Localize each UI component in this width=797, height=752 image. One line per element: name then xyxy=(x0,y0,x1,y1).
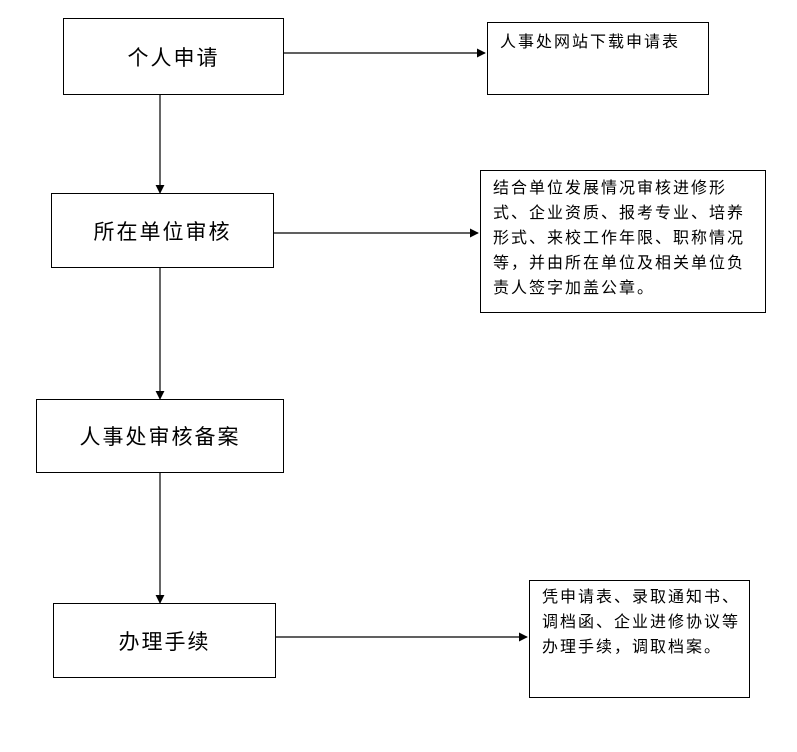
step-unit-review: 所在单位审核 xyxy=(51,193,274,268)
note-text: 凭申请表、录取通知书、调档函、企业进修协议等办理手续，调取档案。 xyxy=(542,587,741,656)
note-text: 人事处网站下载申请表 xyxy=(500,32,681,51)
note-download-form: 人事处网站下载申请表 xyxy=(487,22,709,95)
step-personal-application: 个人申请 xyxy=(63,18,284,95)
step-hr-review-filing: 人事处审核备案 xyxy=(36,399,284,473)
note-text: 结合单位发展情况审核进修形式、企业资质、报考专业、培养形式、来校工作年限、职称情… xyxy=(493,178,746,297)
note-review-criteria: 结合单位发展情况审核进修形式、企业资质、报考专业、培养形式、来校工作年限、职称情… xyxy=(480,170,766,313)
note-required-documents: 凭申请表、录取通知书、调档函、企业进修协议等办理手续，调取档案。 xyxy=(529,580,750,698)
step-handle-procedures: 办理手续 xyxy=(53,603,276,678)
step-label: 人事处审核备案 xyxy=(79,425,241,449)
step-label: 所在单位审核 xyxy=(93,219,232,244)
step-label: 办理手续 xyxy=(118,629,211,654)
step-label: 个人申请 xyxy=(127,45,220,70)
